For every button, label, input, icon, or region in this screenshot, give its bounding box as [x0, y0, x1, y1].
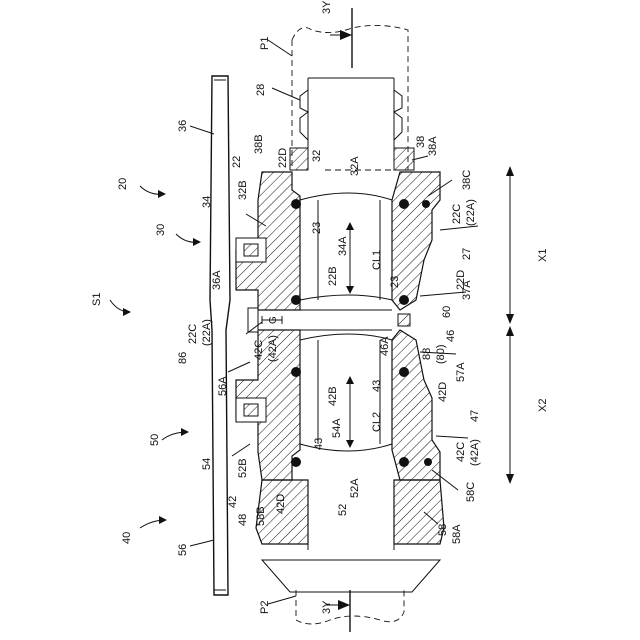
label-22a-r: (22A) — [465, 199, 477, 226]
label-38b: 38B — [253, 134, 265, 154]
label-22c-l: 22C — [187, 324, 199, 344]
label-36: 36 — [177, 120, 189, 132]
label-57a: 57A — [455, 362, 467, 382]
label-58c: 58C — [465, 482, 477, 502]
label-32: 32 — [311, 150, 323, 162]
label-42: 42 — [227, 496, 239, 508]
label-p1: P1 — [259, 37, 271, 50]
label-48: 48 — [237, 514, 249, 526]
upstream-pipe-outline — [292, 25, 408, 170]
label-28: 28 — [255, 84, 267, 96]
label-88: 88 — [421, 348, 433, 360]
label-30: 30 — [155, 224, 167, 236]
label-54: 54 — [201, 458, 213, 470]
label-42c-r: 42C — [455, 442, 467, 462]
label-47: 47 — [469, 410, 481, 422]
label-38: 38 — [415, 136, 427, 148]
label-37a: 37A — [461, 280, 473, 300]
label-32a: 32A — [349, 156, 361, 176]
label-22: 22 — [231, 156, 243, 168]
label-42a-l: (42A) — [267, 335, 279, 362]
label-22c-r: 22C — [451, 204, 463, 224]
label-86: 86 — [177, 352, 189, 364]
label-20: 20 — [117, 178, 129, 190]
label-22b: 22B — [327, 266, 339, 286]
label-46: 46 — [445, 330, 457, 342]
label-cl1: CL1 — [371, 250, 383, 270]
label-58b: 58B — [255, 506, 267, 526]
label-x1: X1 — [537, 249, 549, 262]
label-80: (80) — [435, 344, 447, 364]
range-arrow-x1 — [506, 166, 514, 324]
label-42a-r: (42A) — [469, 439, 481, 466]
label-27: 27 — [461, 248, 473, 260]
label-42c-l: 42C — [253, 340, 265, 360]
label-34: 34 — [201, 196, 213, 208]
label-cl2: CL2 — [371, 412, 383, 432]
label-52: 52 — [337, 504, 349, 516]
label-52b: 52B — [237, 458, 249, 478]
label-34a: 34A — [337, 236, 349, 256]
label-42d-r: 42D — [437, 382, 449, 402]
label-52a: 52A — [349, 478, 361, 498]
label-60: 60 — [441, 306, 453, 318]
label-36a: 36A — [211, 270, 223, 290]
label-43-bot: 43 — [313, 438, 325, 450]
label-32b: 32B — [237, 180, 249, 200]
label-56: 56 — [177, 544, 189, 556]
downstream-flare — [262, 560, 440, 592]
label-40: 40 — [121, 532, 133, 544]
label-43-top: 43 — [371, 380, 383, 392]
label-46a: 46A — [379, 336, 391, 356]
wall-panel — [210, 76, 230, 595]
label-42d-l: 42D — [275, 494, 287, 514]
label-23-top: 23 — [311, 222, 323, 234]
label-section-bottom: 3Y — [321, 600, 333, 614]
label-23-mid: 23 — [389, 276, 401, 288]
label-p2: P2 — [259, 601, 271, 614]
section-marker-top — [330, 8, 352, 68]
label-50: 50 — [149, 434, 161, 446]
label-58a: 58A — [451, 524, 463, 544]
label-x2: X2 — [537, 399, 549, 412]
label-22d-top: 22D — [277, 148, 289, 168]
label-54a: 54A — [331, 418, 343, 438]
label-38c: 38C — [461, 170, 473, 190]
label-56a: 56A — [217, 376, 229, 396]
label-22a-l: (22A) — [201, 319, 213, 346]
label-section-top: 3Y — [321, 0, 333, 14]
label-42b: 42B — [327, 386, 339, 406]
label-38a: 38A — [427, 136, 439, 156]
label-g: G — [268, 316, 279, 324]
range-arrow-x2 — [506, 326, 514, 484]
label-s1: S1 — [91, 293, 103, 306]
label-58: 58 — [437, 524, 449, 536]
